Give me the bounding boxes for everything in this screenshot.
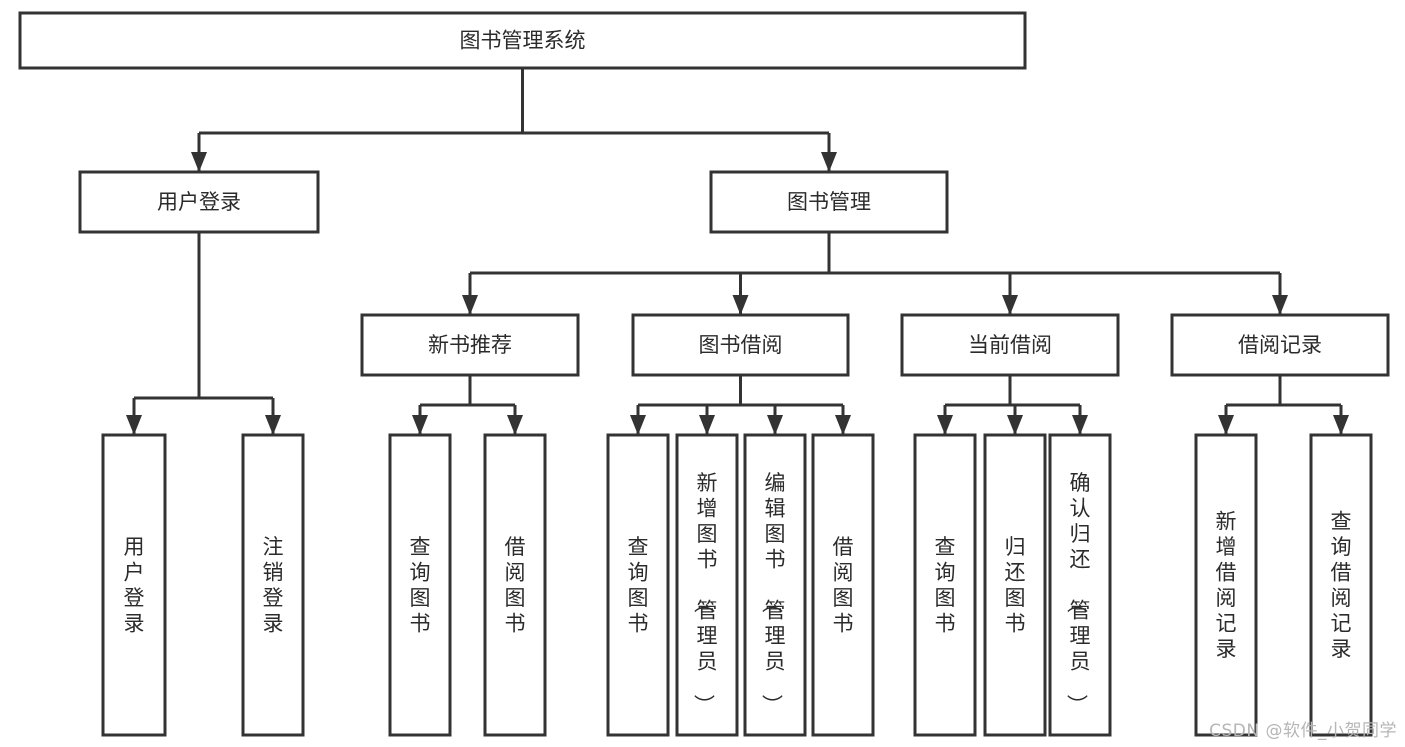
arrow-head-icon: [699, 415, 715, 435]
node-label: 借阅图书: [833, 535, 854, 636]
node-leaf-borrow-book-2[interactable]: 借阅图书: [811, 433, 875, 737]
node-label: 用户登录: [157, 190, 241, 214]
node-label: 借阅记录: [1238, 333, 1322, 357]
arrow-head-icon: [1002, 295, 1018, 315]
connector-group-newbooks: [412, 375, 523, 435]
node-leaf-edit-book[interactable]: 编辑图书（管理员）: [743, 433, 807, 737]
node-box[interactable]: [241, 433, 305, 737]
arrow-head-icon: [507, 415, 523, 435]
connector-group-current: [937, 375, 1088, 435]
node-label: 查询借阅记录: [1331, 509, 1352, 661]
node-box[interactable]: [743, 433, 807, 737]
node-label: 当前借阅: [968, 333, 1052, 357]
node-leaf-user-login[interactable]: 用户登录: [101, 433, 167, 737]
node-box[interactable]: [631, 313, 850, 377]
node-box[interactable]: [900, 313, 1120, 377]
node-label: 新增借阅记录: [1216, 509, 1237, 661]
arrow-head-icon: [265, 415, 281, 435]
arrow-head-icon: [412, 415, 428, 435]
node-box[interactable]: [360, 313, 580, 377]
arrow-head-icon: [462, 295, 478, 315]
node-label: 查询图书: [410, 535, 431, 636]
node-label: 图书管理: [787, 190, 871, 214]
arrow-head-icon: [1072, 415, 1088, 435]
node-leaf-query-book-3[interactable]: 查询图书: [913, 433, 977, 737]
arrow-head-icon: [630, 415, 646, 435]
node-layer: 图书管理系统用户登录图书管理新书推荐图书借阅当前借阅借阅记录用户登录注销登录查询…: [18, 11, 1390, 737]
node-current[interactable]: 当前借阅: [900, 313, 1120, 377]
node-leaf-query-book-2[interactable]: 查询图书: [606, 433, 670, 737]
node-box[interactable]: [101, 433, 167, 737]
node-leaf-confirm-return[interactable]: 确认归还（管理员）: [1048, 433, 1112, 737]
node-box[interactable]: [1194, 433, 1258, 737]
node-leaf-add-book[interactable]: 新增图书（管理员）: [675, 433, 739, 737]
node-label: 用户登录: [124, 535, 145, 636]
arrow-head-icon: [1218, 415, 1234, 435]
node-box[interactable]: [709, 170, 949, 234]
node-box[interactable]: [913, 433, 977, 737]
arrow-head-icon: [1333, 415, 1349, 435]
arrow-head-icon: [835, 415, 851, 435]
node-leaf-borrow-book-1[interactable]: 借阅图书: [483, 433, 547, 737]
node-box[interactable]: [675, 433, 739, 737]
node-leaf-return-book[interactable]: 归还图书: [983, 433, 1047, 737]
node-borrow[interactable]: 图书借阅: [631, 313, 850, 377]
node-box[interactable]: [18, 11, 1027, 70]
connector-group-borrow: [630, 375, 851, 435]
node-bookmgmt[interactable]: 图书管理: [709, 170, 949, 234]
node-leaf-query-record[interactable]: 查询借阅记录: [1309, 433, 1373, 737]
node-label: 新增图书（管理员）: [692, 471, 718, 715]
node-root[interactable]: 图书管理系统: [18, 11, 1027, 70]
node-label: 确认归还（管理员）: [1065, 471, 1091, 715]
node-label: 查询图书: [935, 535, 956, 636]
arrow-head-icon: [126, 415, 142, 435]
node-leaf-query-book-1[interactable]: 查询图书: [388, 433, 452, 737]
connector-group-login: [126, 232, 281, 435]
arrow-head-icon: [1272, 295, 1288, 315]
arrow-head-icon: [937, 415, 953, 435]
node-label: 借阅图书: [505, 535, 526, 636]
arrow-head-icon: [767, 415, 783, 435]
node-box[interactable]: [483, 433, 547, 737]
node-leaf-add-record[interactable]: 新增借阅记录: [1194, 433, 1258, 737]
node-newbooks[interactable]: 新书推荐: [360, 313, 580, 377]
arrow-head-icon: [191, 152, 207, 172]
node-label: 注销登录: [263, 535, 284, 636]
connector-group-records: [1218, 375, 1349, 435]
connector-layer: [126, 68, 1349, 435]
node-login[interactable]: 用户登录: [78, 170, 320, 234]
arrow-head-icon: [1007, 415, 1023, 435]
arrow-head-icon: [821, 152, 837, 172]
arrow-head-icon: [732, 295, 749, 315]
node-box[interactable]: [1170, 313, 1390, 377]
node-label: 图书借阅: [699, 333, 783, 357]
node-box[interactable]: [1048, 433, 1112, 737]
node-label: 归还图书: [1005, 535, 1026, 636]
node-records[interactable]: 借阅记录: [1170, 313, 1390, 377]
node-box[interactable]: [388, 433, 452, 737]
node-box[interactable]: [78, 170, 320, 234]
node-label: 图书管理系统: [460, 29, 586, 53]
csdn-watermark: CSDN @软件_小贺同学: [1209, 721, 1397, 741]
node-box[interactable]: [983, 433, 1047, 737]
node-box[interactable]: [811, 433, 875, 737]
node-box[interactable]: [1309, 433, 1373, 737]
connector-group-bookmgmt: [462, 232, 1288, 315]
node-label: 查询图书: [628, 535, 649, 636]
node-leaf-user-logout[interactable]: 注销登录: [241, 433, 305, 737]
node-label: 编辑图书（管理员）: [760, 471, 786, 715]
node-label: 新书推荐: [428, 333, 512, 357]
node-box[interactable]: [606, 433, 670, 737]
connector-group-root: [191, 68, 837, 172]
